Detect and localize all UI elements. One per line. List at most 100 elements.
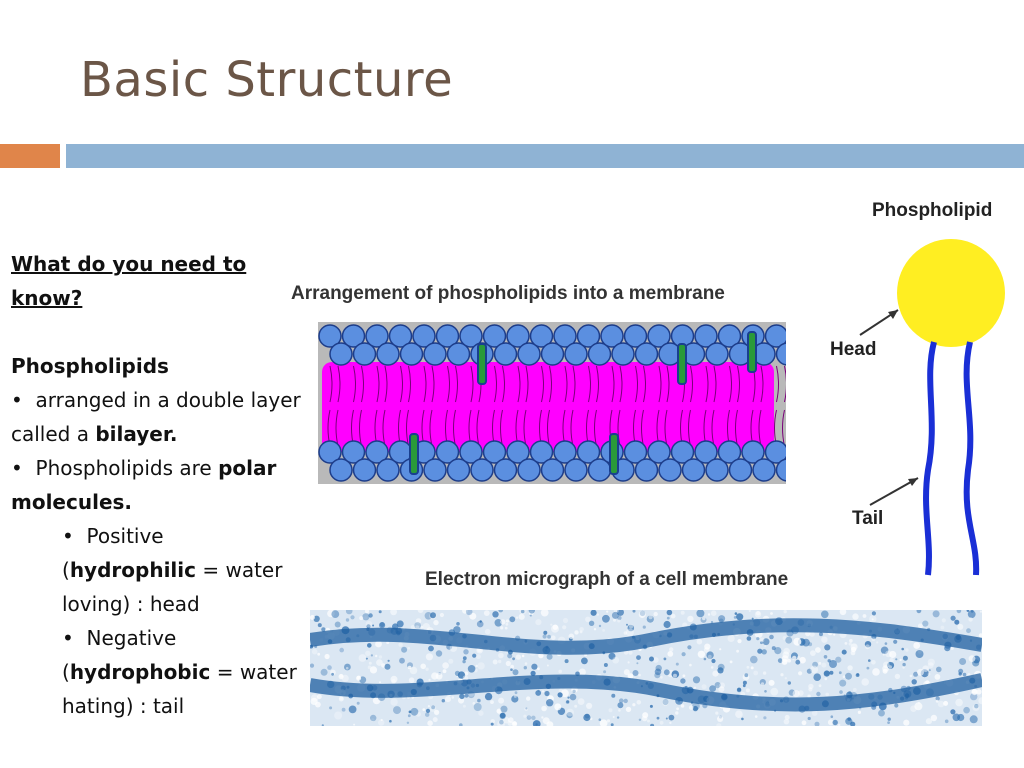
micrograph-speck <box>339 696 344 701</box>
micrograph-speck <box>852 687 857 692</box>
micrograph-speck <box>937 700 945 708</box>
micrograph-speck <box>511 721 518 726</box>
micrograph-speck <box>735 710 743 718</box>
phospholipid-head-circle <box>352 342 377 366</box>
micrograph-speck <box>636 655 641 660</box>
micrograph-speck <box>327 610 335 618</box>
micrograph-speck <box>653 611 658 617</box>
micrograph-speck <box>810 665 819 674</box>
micrograph-speck <box>884 642 888 645</box>
micrograph-speck <box>566 708 574 717</box>
micrograph-speck <box>764 690 767 693</box>
micrograph-speck <box>433 619 439 626</box>
micrograph-speck <box>759 637 765 643</box>
micrograph-speck <box>321 627 326 632</box>
tail-line <box>619 365 623 403</box>
micrograph-speck <box>331 610 340 618</box>
micrograph-speck <box>505 619 510 623</box>
micrograph-speck <box>422 708 426 711</box>
micrograph-speck <box>647 719 650 723</box>
micrograph-speck <box>317 623 322 628</box>
phospholipid-head-circle <box>459 324 483 348</box>
tail-line <box>611 365 615 403</box>
phospholipid-head-circle <box>329 458 353 482</box>
micrograph-speck <box>359 616 364 621</box>
micrograph-speck <box>680 610 685 615</box>
micrograph-speck <box>386 641 390 645</box>
micrograph-speck <box>407 714 411 718</box>
micrograph-speck <box>680 704 685 708</box>
micrograph-speck <box>585 616 591 623</box>
tail-line <box>361 365 364 403</box>
micrograph-speck <box>632 703 636 707</box>
micrograph-speck <box>922 620 929 627</box>
micrograph-speck <box>408 677 415 683</box>
micrograph-speck <box>572 689 576 694</box>
micrograph-speck <box>561 689 569 698</box>
micrograph-speck <box>821 662 827 668</box>
micrograph-speck <box>535 690 542 696</box>
micrograph-speck <box>711 658 716 664</box>
phospholipid-head-circle <box>540 342 565 366</box>
micrograph-speck <box>760 682 765 686</box>
phospholipid-head-circle <box>717 324 742 348</box>
micrograph-speck <box>551 635 556 640</box>
micrograph-speck <box>498 697 505 704</box>
micrograph-speck <box>750 666 754 670</box>
micrograph-speck <box>968 655 976 662</box>
micrograph-speck <box>746 665 750 669</box>
micrograph-speck <box>823 670 830 677</box>
micrograph-speck <box>541 716 544 719</box>
micrograph-speck <box>464 671 469 676</box>
micrograph-speck <box>368 613 373 618</box>
micrograph-speck <box>477 698 481 703</box>
micrograph-speck <box>379 681 381 684</box>
micrograph-speck <box>496 708 502 714</box>
phospholipid-head-circle <box>329 342 353 366</box>
micrograph-speck <box>913 671 919 677</box>
micrograph-speck <box>771 646 776 651</box>
phospholipid-head-circle <box>318 324 342 348</box>
micrograph-speck <box>406 721 410 724</box>
micrograph-speck <box>816 691 821 697</box>
micrograph-speck <box>504 626 508 630</box>
micrograph-speck <box>564 659 569 664</box>
micrograph-speck <box>715 711 719 715</box>
phospholipid-head-circle <box>623 440 648 464</box>
micrograph-speck <box>770 687 779 696</box>
micrograph-speck <box>345 610 353 615</box>
micrograph-speck <box>434 709 439 715</box>
micrograph-speck <box>754 715 758 718</box>
micrograph-speck <box>430 612 436 619</box>
micrograph-speck <box>462 659 466 664</box>
micrograph-speck <box>719 648 722 651</box>
micrograph-speck <box>469 612 477 620</box>
micrograph-speck <box>358 654 367 662</box>
micrograph-speck <box>390 610 397 616</box>
micrograph-speck <box>845 672 852 680</box>
phospholipid-tail-left <box>923 341 937 576</box>
micrograph-speck <box>442 669 447 674</box>
micrograph-speck <box>979 610 982 613</box>
micrograph-speck <box>787 658 791 663</box>
tail-line <box>502 365 505 403</box>
micrograph-speck <box>467 665 476 673</box>
micrograph-speck <box>837 723 841 726</box>
micrograph-speck <box>365 650 371 656</box>
micrograph-speck <box>483 610 490 616</box>
micrograph-speck <box>943 701 949 706</box>
phospholipid-head-circle <box>529 440 554 464</box>
phospholipid-head-circle <box>482 324 507 348</box>
micrograph-speck <box>882 668 888 674</box>
micrograph-speck <box>431 672 439 680</box>
tail-line <box>690 365 693 403</box>
micrograph-speck <box>978 633 982 638</box>
micrograph-speck <box>850 721 856 726</box>
micrograph-speck <box>500 626 504 630</box>
micrograph-speck <box>356 701 360 705</box>
micrograph-speck <box>608 652 616 660</box>
micrograph-speck <box>869 615 877 623</box>
micrograph-speck <box>414 622 421 629</box>
micrograph-speck <box>864 641 872 648</box>
micrograph-speck <box>410 707 419 716</box>
